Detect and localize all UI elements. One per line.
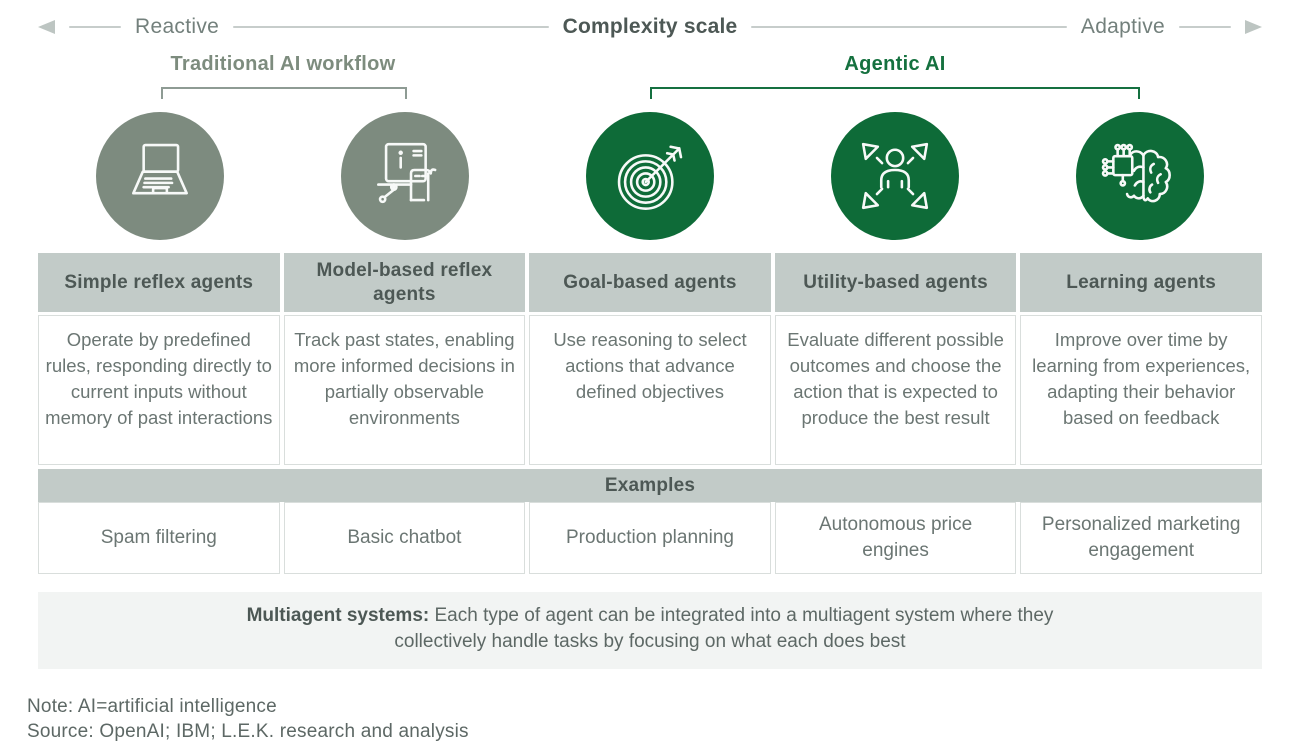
multiagent-band: Multiagent systems: Each type of agent c…: [38, 592, 1262, 669]
top-section: Reactive Complexity scale Adaptive Tradi…: [0, 0, 1300, 253]
multiagent-text: Each type of agent can be integrated int…: [394, 605, 1054, 652]
left-arrow-icon: [38, 20, 55, 34]
icon-col-utility-based: [772, 112, 1017, 240]
description-simple-reflex: Operate by predefined rules, responding …: [38, 315, 280, 465]
example-simple-reflex: Spam filtering: [38, 502, 280, 574]
group-label-traditional: Traditional AI workflow: [170, 53, 396, 75]
source-line: Source: OpenAI; IBM; L.E.K. research and…: [27, 721, 469, 742]
bracket-agentic: [650, 87, 1140, 99]
right-arrow-icon: [1245, 20, 1263, 34]
icons-row: [38, 112, 1262, 240]
scale-title: Complexity scale: [562, 15, 738, 38]
person-arrows-icon: [830, 112, 959, 240]
icon-col-goal-based: [528, 112, 773, 240]
header-utility-based: Utility-based agents: [774, 253, 1017, 312]
header-learning: Learning agents: [1020, 253, 1262, 312]
description-row: Operate by predefined rules, responding …: [38, 315, 1262, 465]
target-arrow-icon: [585, 112, 714, 240]
scale-line-segment: [69, 26, 121, 28]
description-utility-based: Evaluate different possible outcomes and…: [774, 315, 1017, 465]
model-screen-icon: [341, 112, 470, 240]
multiagent-label: Multiagent systems:: [246, 605, 430, 626]
description-goal-based: Use reasoning to select actions that adv…: [529, 315, 771, 465]
header-simple-reflex: Simple reflex agents: [38, 253, 280, 312]
group-label-agentic: Agentic AI: [844, 53, 946, 75]
bracket-traditional: [161, 87, 407, 99]
description-learning: Improve over time by learning from exper…: [1020, 315, 1262, 465]
footnotes: Note: AI=artificial intelligence Source:…: [27, 694, 1300, 744]
complexity-scale-bar: Reactive Complexity scale Adaptive: [38, 15, 1263, 39]
icon-col-model-based: [283, 112, 528, 240]
brain-chip-icon: [1075, 112, 1204, 240]
examples-row: Spam filtering Basic chatbot Production …: [38, 502, 1262, 574]
header-goal-based: Goal-based agents: [529, 253, 771, 312]
scale-line-segment: [1179, 26, 1232, 28]
scale-line-segment: [751, 26, 1067, 28]
example-utility-based: Autonomous price engines: [774, 502, 1017, 574]
examples-band: Examples: [38, 469, 1262, 502]
example-model-based: Basic chatbot: [283, 502, 526, 574]
scale-label-adaptive: Adaptive: [1080, 15, 1166, 38]
header-model-based: Model-based reflex agents: [283, 253, 526, 312]
example-learning: Personalized marketing engagement: [1020, 502, 1262, 574]
scale-line-segment: [233, 26, 549, 28]
icon-col-simple-reflex: [38, 112, 283, 240]
laptop-icon: [96, 112, 225, 240]
icon-col-learning: [1017, 112, 1262, 240]
example-goal-based: Production planning: [529, 502, 771, 574]
agents-table: Simple reflex agents Model-based reflex …: [38, 253, 1262, 574]
scale-label-reactive: Reactive: [135, 15, 220, 38]
description-model-based: Track past states, enabling more informe…: [283, 315, 526, 465]
header-row: Simple reflex agents Model-based reflex …: [38, 253, 1262, 312]
note-line: Note: AI=artificial intelligence: [27, 696, 277, 717]
